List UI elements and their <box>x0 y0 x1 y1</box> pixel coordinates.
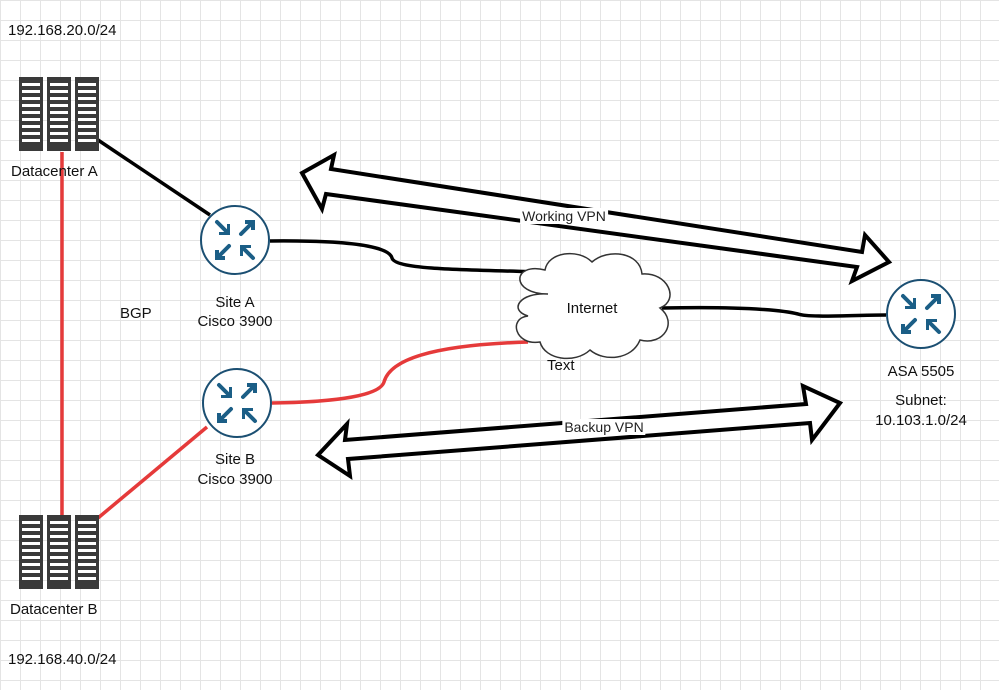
datacenter-a-subnet-label: 192.168.20.0/24 <box>8 22 117 39</box>
site-a-model-label: Cisco 3900 <box>197 313 273 330</box>
datacenter-b-subnet-label: 192.168.40.0/24 <box>8 651 117 668</box>
asa-subnet-label: 10.103.1.0/24 <box>875 412 967 429</box>
internet-label: Internet <box>566 300 618 317</box>
text-label: Text <box>547 357 575 374</box>
asa-subnet-heading-label: Subnet: <box>895 392 947 409</box>
site-b-model-label: Cisco 3900 <box>197 471 273 488</box>
internet-cloud-icon[interactable] <box>515 252 671 360</box>
site-b-name-label: Site B <box>214 451 256 468</box>
link-datacenter-a-to-site-a[interactable] <box>97 138 211 217</box>
asa-router-icon[interactable] <box>885 278 957 350</box>
link-internet-to-asa[interactable] <box>661 305 887 318</box>
bgp-label: BGP <box>120 305 152 322</box>
site-b-router-icon[interactable] <box>201 367 273 439</box>
working-vpn-label: Working VPN <box>520 208 608 224</box>
datacenter-b-server-rack-icon[interactable] <box>19 515 99 589</box>
link-site-b-to-internet[interactable] <box>271 340 529 405</box>
link-site-b-to-datacenter-b[interactable] <box>96 425 209 520</box>
datacenter-a-server-rack-icon[interactable] <box>19 77 99 151</box>
site-a-router-icon[interactable] <box>199 204 271 276</box>
site-a-name-label: Site A <box>215 294 255 311</box>
datacenter-b-label: Datacenter B <box>10 601 98 618</box>
backup-vpn-label: Backup VPN <box>562 419 646 435</box>
link-site-a-to-internet[interactable] <box>269 239 549 274</box>
asa-name-label: ASA 5505 <box>887 363 955 380</box>
datacenter-a-label: Datacenter A <box>11 163 98 180</box>
